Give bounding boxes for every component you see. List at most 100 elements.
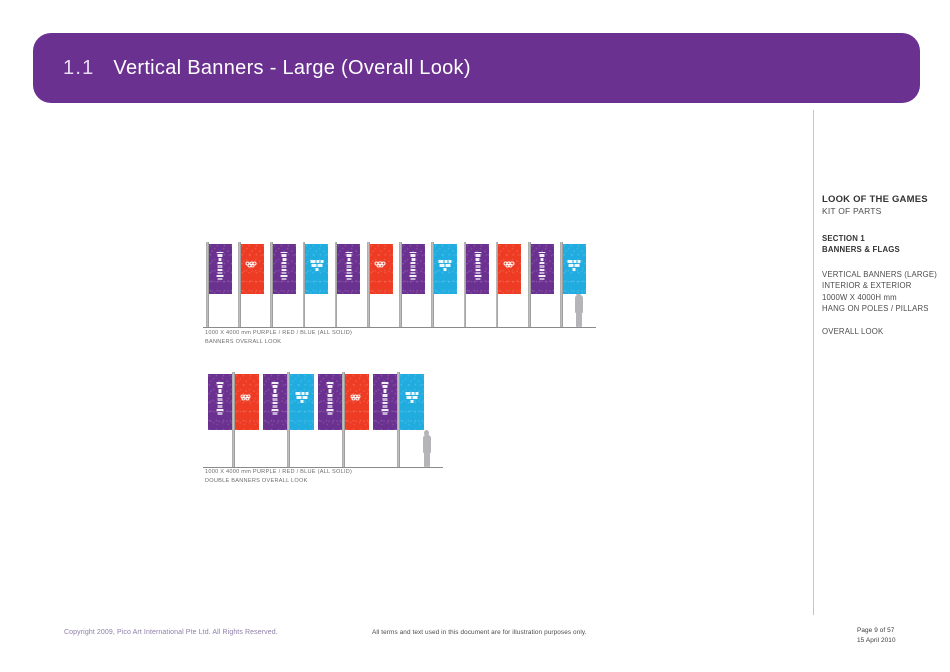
block-shape — [443, 267, 447, 271]
banner-wordmark-icon — [345, 251, 353, 281]
block-shape — [448, 259, 452, 263]
wordmark-glyph — [272, 394, 278, 397]
wordmark-glyph — [409, 251, 417, 254]
page-title-bar: 1.1 Vertical Banners - Large (Overall Lo… — [33, 33, 920, 103]
footer-disclaimer: All terms and text used in this document… — [372, 629, 587, 636]
banner-scene-single — [203, 238, 603, 328]
banner-purple — [208, 373, 232, 430]
ring-shape — [250, 263, 255, 268]
wordmark-glyph — [272, 385, 278, 389]
banner-pole — [463, 241, 467, 327]
banner-pole — [560, 241, 563, 327]
wordmark-glyph — [281, 262, 287, 265]
block-shape — [574, 263, 580, 267]
wordmark-glyph — [475, 268, 481, 272]
wordmark-glyph — [539, 268, 545, 272]
wordmark-glyph — [326, 409, 334, 412]
wordmark-glyph — [217, 405, 223, 409]
wordmark-glyph — [474, 251, 482, 254]
banner-purple — [272, 243, 296, 294]
block-shape — [405, 392, 411, 396]
banner-wordmark-icon — [381, 382, 389, 415]
banner-blue — [399, 373, 424, 430]
banner-block-icon — [405, 392, 419, 404]
wordmark-glyph — [216, 251, 224, 254]
footer-copyright: Copyright 2009, Pico Art International P… — [64, 629, 278, 636]
banner-assembly — [560, 241, 587, 327]
banner-block-icon — [310, 259, 324, 271]
banner-rings-icon — [503, 261, 516, 269]
wordmark-glyph — [475, 265, 481, 268]
banner-assembly-double — [263, 371, 314, 467]
banner-assembly — [528, 241, 555, 327]
block-shape — [445, 263, 451, 267]
wordmark-glyph — [272, 405, 278, 409]
banner-assembly — [495, 241, 523, 327]
wordmark-glyph — [382, 385, 388, 389]
wordmark-glyph — [281, 278, 287, 281]
wordmark-glyph — [216, 382, 224, 385]
wordmark-glyph — [474, 275, 482, 278]
wordmark-glyph — [328, 389, 332, 394]
ring-shape — [245, 396, 250, 401]
wordmark-glyph — [280, 275, 288, 278]
vertical-divider — [813, 110, 814, 615]
banner-rings-icon — [240, 394, 253, 401]
banner-rings-icon — [245, 261, 259, 269]
wordmark-glyph — [217, 265, 223, 268]
block-shape — [300, 400, 304, 404]
block-shape — [296, 396, 302, 400]
block-shape — [406, 396, 412, 400]
banner-assembly — [206, 241, 233, 327]
wordmark-glyph — [216, 409, 224, 412]
page-title-number: 1.1 — [63, 56, 95, 79]
wordmark-glyph — [382, 398, 388, 401]
figure-leg-right — [427, 450, 431, 467]
figure-body — [575, 295, 583, 313]
banner-purple — [337, 243, 361, 294]
wordmark-glyph — [382, 412, 388, 415]
banner-pole — [270, 241, 273, 327]
block-shape — [410, 400, 414, 404]
figure-head — [424, 429, 430, 436]
banner-wordmark-icon — [216, 251, 224, 281]
wordmark-glyph — [410, 272, 416, 275]
banner-red — [240, 243, 264, 294]
block-shape — [305, 392, 309, 396]
page-title: Vertical Banners - Large (Overall Look) — [113, 56, 471, 79]
info-section-label: SECTION 1 — [822, 234, 865, 244]
wordmark-glyph — [272, 412, 278, 415]
wordmark-glyph — [282, 257, 287, 262]
block-shape — [438, 259, 444, 263]
banner-rings-icon — [374, 261, 388, 269]
info-note: OVERALL LOOK — [822, 327, 884, 337]
wordmark-glyph — [346, 272, 352, 275]
block-shape — [301, 392, 305, 396]
wordmark-glyph — [217, 385, 223, 389]
wordmark-glyph — [346, 265, 352, 268]
wordmark-glyph — [217, 278, 223, 281]
banner-red — [498, 243, 522, 294]
wordmark-glyph — [540, 257, 544, 262]
wordmark-glyph — [410, 254, 416, 257]
wordmark-glyph — [382, 405, 388, 409]
banner-purple — [318, 373, 342, 430]
banner-blue — [289, 373, 314, 430]
banner-red — [369, 243, 393, 294]
wordmark-glyph — [381, 382, 389, 385]
figure-leg-left — [575, 310, 579, 327]
figure-body — [423, 435, 431, 453]
block-shape — [310, 259, 316, 263]
wordmark-glyph — [346, 254, 352, 257]
wordmark-glyph — [539, 254, 545, 257]
wordmark-glyph — [475, 262, 481, 265]
banner-pole — [232, 371, 235, 467]
banner-blue — [562, 243, 586, 294]
wordmark-glyph — [538, 251, 546, 254]
banner-assembly — [367, 241, 394, 327]
banner-assembly — [334, 241, 362, 327]
banner-pole — [238, 241, 241, 327]
banner-assembly — [399, 241, 426, 327]
info-spec-lines: VERTICAL BANNERS (LARGE) INTERIOR & EXTE… — [822, 270, 937, 314]
ring-shape — [508, 263, 513, 268]
